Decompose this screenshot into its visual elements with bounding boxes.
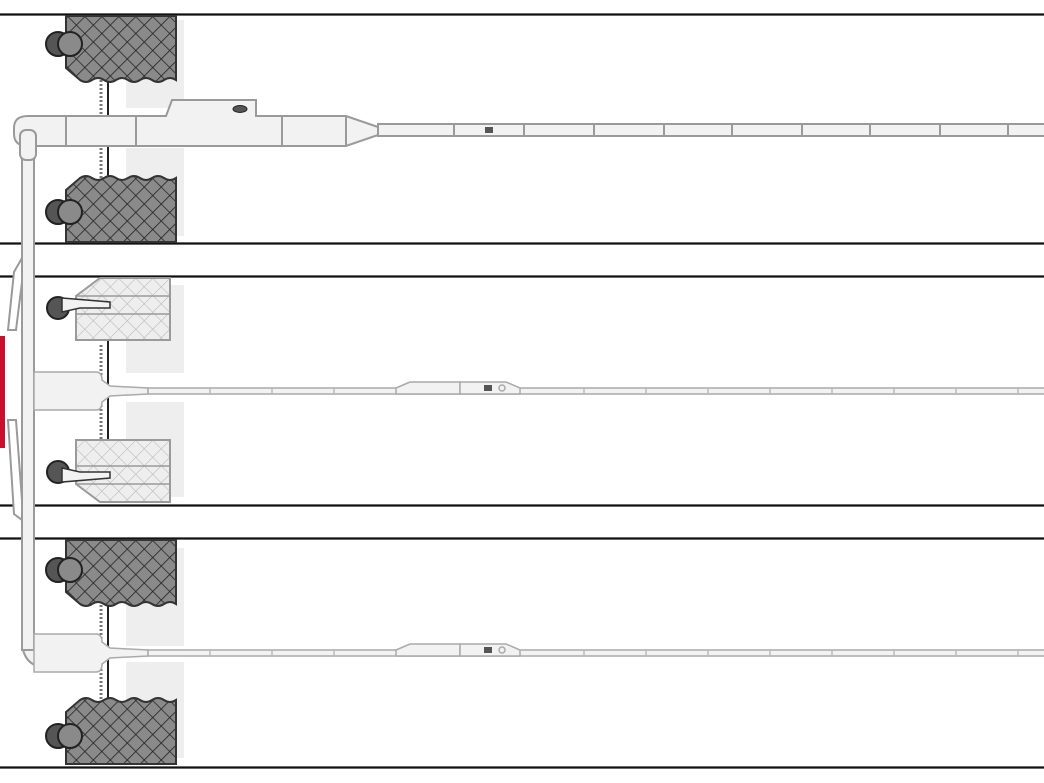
gripper-icon [45,539,177,607]
gripper-icon [45,697,177,765]
wheel-icon [57,557,83,583]
marker-icon [484,647,492,653]
gripper-group-lane-1 [45,15,177,243]
rod-assembly-3 [33,633,1044,673]
gripper-group-lane-3 [45,539,177,765]
gripper-icon [46,277,171,341]
marker-icon [485,127,493,133]
rod-body-2 [147,387,1044,395]
marker-icon [484,385,492,391]
rod-1-segments [453,124,1009,136]
rod-head-1 [13,99,379,147]
rod-head-cap [19,129,37,161]
side-brace-top [6,254,23,331]
clamp-jaw [61,297,111,313]
rod-2-segments [209,387,1019,395]
accent-bar [0,336,5,448]
wheel-icon [57,31,83,57]
rod-assembly-2 [33,371,1044,411]
side-brace-bottom [6,419,23,522]
wheel-icon [57,723,83,749]
marker-ring [498,384,506,392]
rod-collar-2 [395,381,461,395]
rod-3-segments [209,649,1019,657]
gripper-group-lane-2 [46,277,171,503]
rod-body-1 [377,123,1044,137]
lane-lines [0,13,1044,769]
gripper-icon [46,439,171,503]
rod-collar-3 [395,643,461,657]
marker-icon [232,105,248,113]
marker-ring [498,646,506,654]
rod-body-3 [147,649,1044,657]
wheel-icon [57,199,83,225]
clamp-jaw [61,467,111,483]
rod-assembly-1 [13,99,1044,161]
gripper-icon [45,175,177,243]
frame-column-inner [21,139,35,651]
gripper-icon [45,15,177,83]
